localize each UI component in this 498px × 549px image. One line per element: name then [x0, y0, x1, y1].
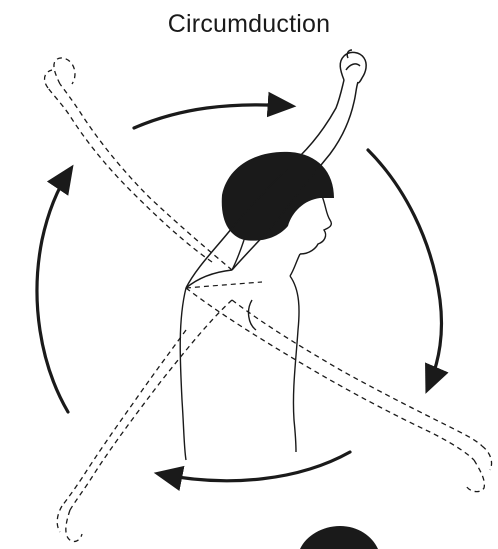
arrow-top — [134, 105, 290, 128]
arm-position-upper-left-dashed — [45, 58, 232, 270]
arrow-right — [368, 150, 442, 388]
cropped-figure-bottom — [300, 526, 378, 549]
shoulder-cross-dashed — [186, 282, 262, 288]
diagram-title: Circumduction — [0, 10, 498, 39]
arm-position-lower-left-dashed — [57, 300, 232, 541]
head-silhouette — [222, 152, 334, 241]
torso-outline — [180, 270, 299, 460]
arrow-bottom — [160, 452, 350, 481]
arm-position-lower-right-dashed — [186, 288, 492, 492]
arrow-left — [37, 170, 70, 412]
rotation-arrows — [37, 105, 441, 481]
